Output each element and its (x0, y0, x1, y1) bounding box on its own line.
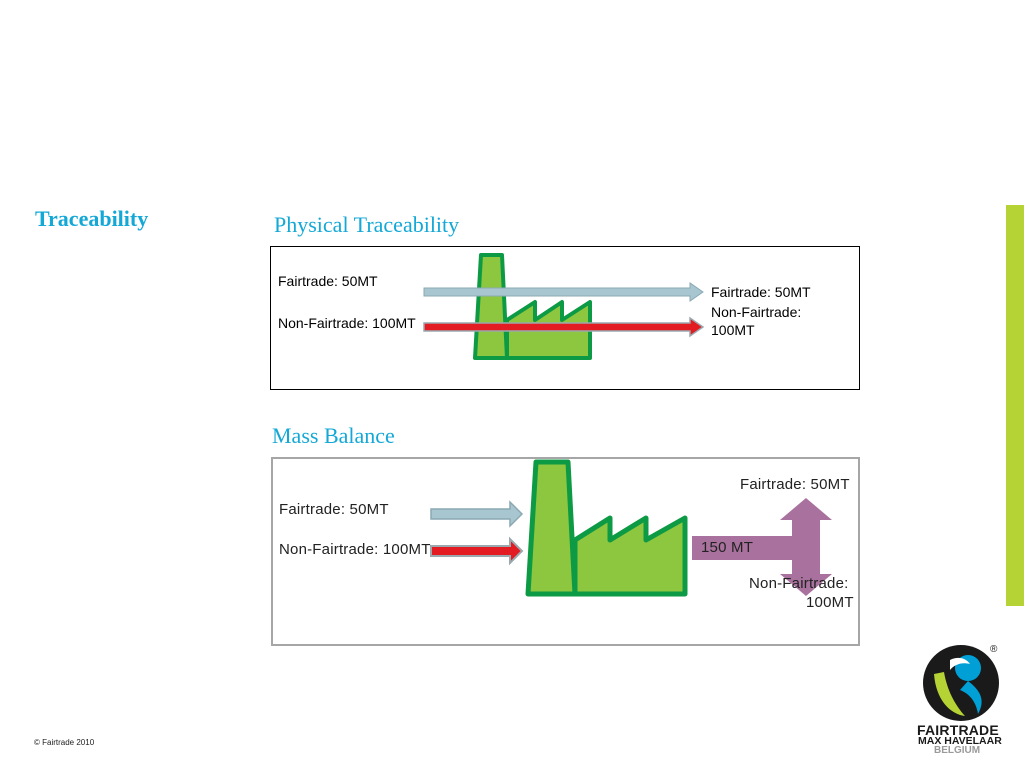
physical-input-nonfairtrade-label: Non-Fairtrade: 100MT (278, 315, 416, 331)
copyright-text: © Fairtrade 2010 (34, 738, 95, 747)
physical-traceability-heading: Physical Traceability (274, 212, 460, 237)
page-title: Traceability (35, 206, 149, 231)
logo-text-belgium: BELGIUM (934, 745, 981, 756)
logo-text-max-havelaar: MAX HAVELAAR (918, 735, 1002, 747)
mass-input-nonfairtrade-label: Non-Fairtrade: 100MT (279, 541, 431, 558)
physical-output-fairtrade-label: Fairtrade: 50MT (711, 284, 811, 300)
mass-output-fairtrade-label: Fairtrade: 50MT (740, 476, 850, 493)
registered-mark: ® (990, 644, 998, 655)
mass-input-fairtrade-label: Fairtrade: 50MT (279, 501, 389, 518)
physical-output-nonfairtrade-amount: 100MT (711, 322, 755, 338)
logo-text-fairtrade: FAIRTRADE (917, 722, 999, 738)
physical-output-nonfairtrade-label: Non-Fairtrade: (711, 304, 802, 320)
mass-combined-label: 150 MT (701, 539, 754, 556)
mass-balance-heading: Mass Balance (272, 423, 395, 448)
mass-output-nonfairtrade-amount: 100MT (806, 594, 854, 611)
side-accent-bar (1006, 205, 1024, 606)
mass-output-nonfairtrade-label: Non-Fairtrade: (749, 575, 849, 592)
physical-input-fairtrade-label: Fairtrade: 50MT (278, 273, 378, 289)
